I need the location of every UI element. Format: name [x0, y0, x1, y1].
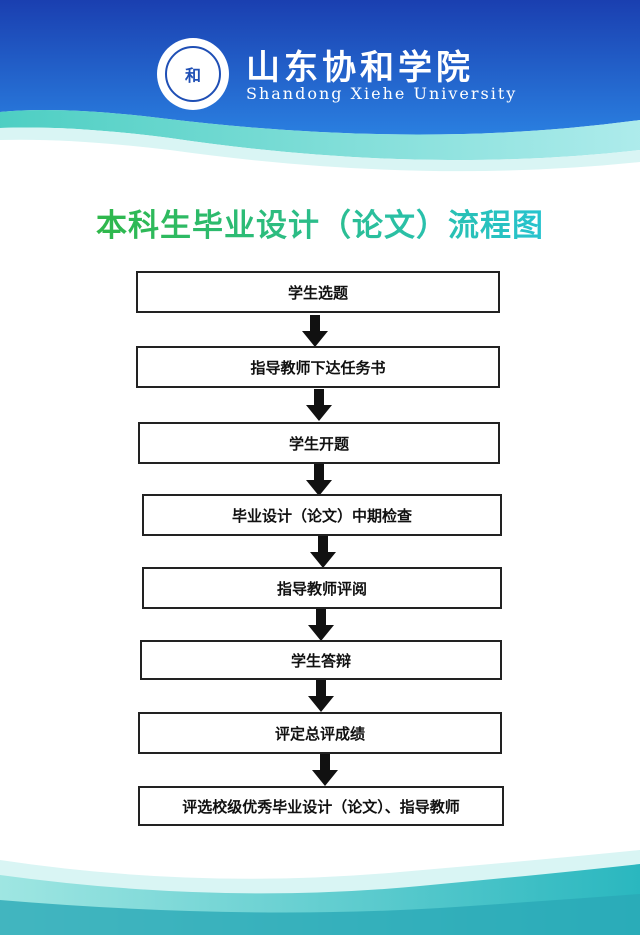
page-title-text: 本科生毕业设计（论文）流程图: [96, 208, 544, 244]
flow-step-excellent-selection: 评选校级优秀毕业设计（论文）、指导教师: [138, 786, 504, 826]
flow-step-midterm-check: 毕业设计（论文）中期检查: [142, 494, 502, 536]
university-logo: 和: [157, 38, 229, 110]
header-banner: 和 山东协和学院 Shandong Xiehe University: [0, 0, 640, 190]
flow-arrow-1: [302, 315, 328, 347]
flow-arrow-6: [308, 680, 334, 712]
flow-arrow-7: [312, 754, 338, 786]
flow-step-advisor-review: 指导教师评阅: [142, 567, 502, 609]
flow-step-final-grade: 评定总评成绩: [138, 712, 502, 754]
header-background: [0, 0, 640, 172]
flow-arrow-4: [310, 536, 336, 568]
logo-emblem: 和: [165, 46, 221, 102]
flow-step-select-topic: 学生选题: [136, 271, 500, 313]
footer-wave: [0, 850, 640, 935]
flow-arrow-5: [308, 609, 334, 641]
flow-arrow-3: [306, 464, 332, 496]
page-title: 本科生毕业设计（论文）流程图: [0, 200, 640, 245]
flow-arrow-2: [306, 389, 332, 421]
flow-step-assign-task: 指导教师下达任务书: [136, 346, 500, 388]
school-name-en: Shandong Xiehe University: [246, 84, 518, 103]
flow-step-proposal: 学生开题: [138, 422, 500, 464]
school-name-cn: 山东协和学院: [246, 48, 474, 88]
flow-step-defense: 学生答辩: [140, 640, 502, 680]
